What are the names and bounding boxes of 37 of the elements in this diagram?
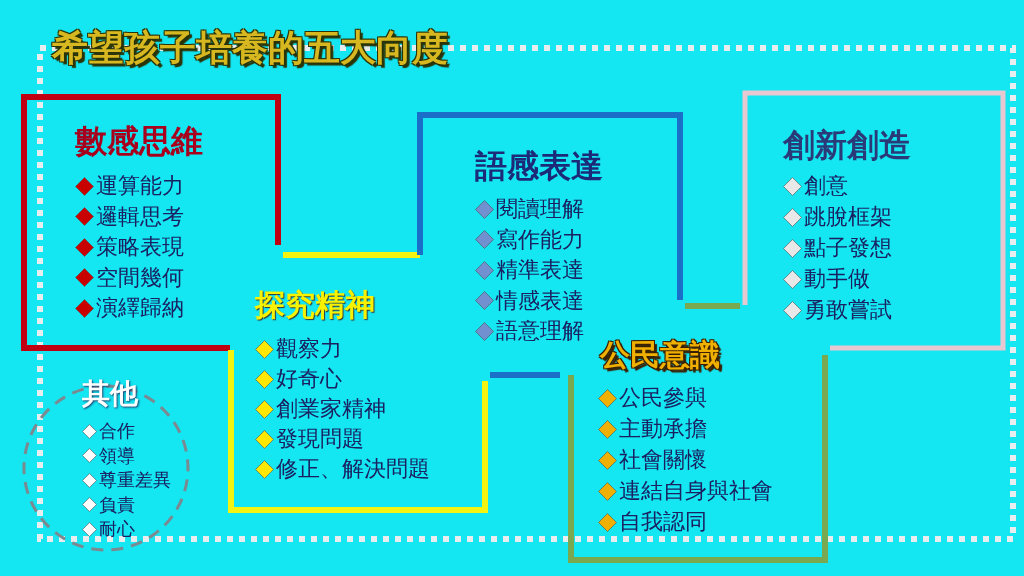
list-item: 創意 xyxy=(804,175,848,197)
list-item: 合作 xyxy=(99,422,135,440)
list-item: 運算能力 xyxy=(96,175,184,197)
list-item: 尊重差異 xyxy=(99,471,171,489)
heading: 創新創造 xyxy=(783,129,911,161)
list-item: 勇敢嘗試 xyxy=(804,299,892,321)
list-item: 動手做 xyxy=(804,268,870,290)
list-item: 主動承擔 xyxy=(619,418,707,440)
list-item: 空間幾何 xyxy=(96,266,184,289)
list-item: 修正、解決問題 xyxy=(276,458,430,480)
list-item: 點子發想 xyxy=(804,237,892,259)
list-item: 公民參與 xyxy=(619,387,707,409)
list-item: 閱讀理解 xyxy=(496,198,584,220)
list-item: 好奇心 xyxy=(276,368,342,390)
heading: 數感思維 xyxy=(75,125,203,157)
list-item: 策略表現 xyxy=(96,236,184,258)
list-item: 邏輯思考 xyxy=(96,205,184,228)
list-item: 負責 xyxy=(99,495,135,514)
list-item: 耐心 xyxy=(99,520,135,538)
heading: 探究精神 xyxy=(255,290,375,320)
heading: 其他 xyxy=(82,380,138,408)
list-item: 領導 xyxy=(99,446,135,465)
list-item: 情感表達 xyxy=(496,289,584,312)
list-item: 發現問題 xyxy=(276,428,364,450)
heading: 公民意識 xyxy=(600,340,720,370)
list-item: 社會關懷 xyxy=(619,449,707,471)
title: 希望孩子培養的五大向度 xyxy=(52,30,448,66)
list-item: 觀察力 xyxy=(276,338,342,360)
list-item: 跳脫框架 xyxy=(804,206,892,228)
list-item: 自我認同 xyxy=(619,511,707,533)
list-item: 創業家精神 xyxy=(276,398,386,420)
list-item: 精準表達 xyxy=(496,259,584,281)
list-item: 寫作能力 xyxy=(496,228,584,251)
list-item: 連結自身與社會 xyxy=(619,480,773,502)
list-item: 語意理解 xyxy=(496,320,584,342)
heading: 語感表達 xyxy=(475,150,603,182)
list-item: 演繹歸納 xyxy=(96,297,184,319)
